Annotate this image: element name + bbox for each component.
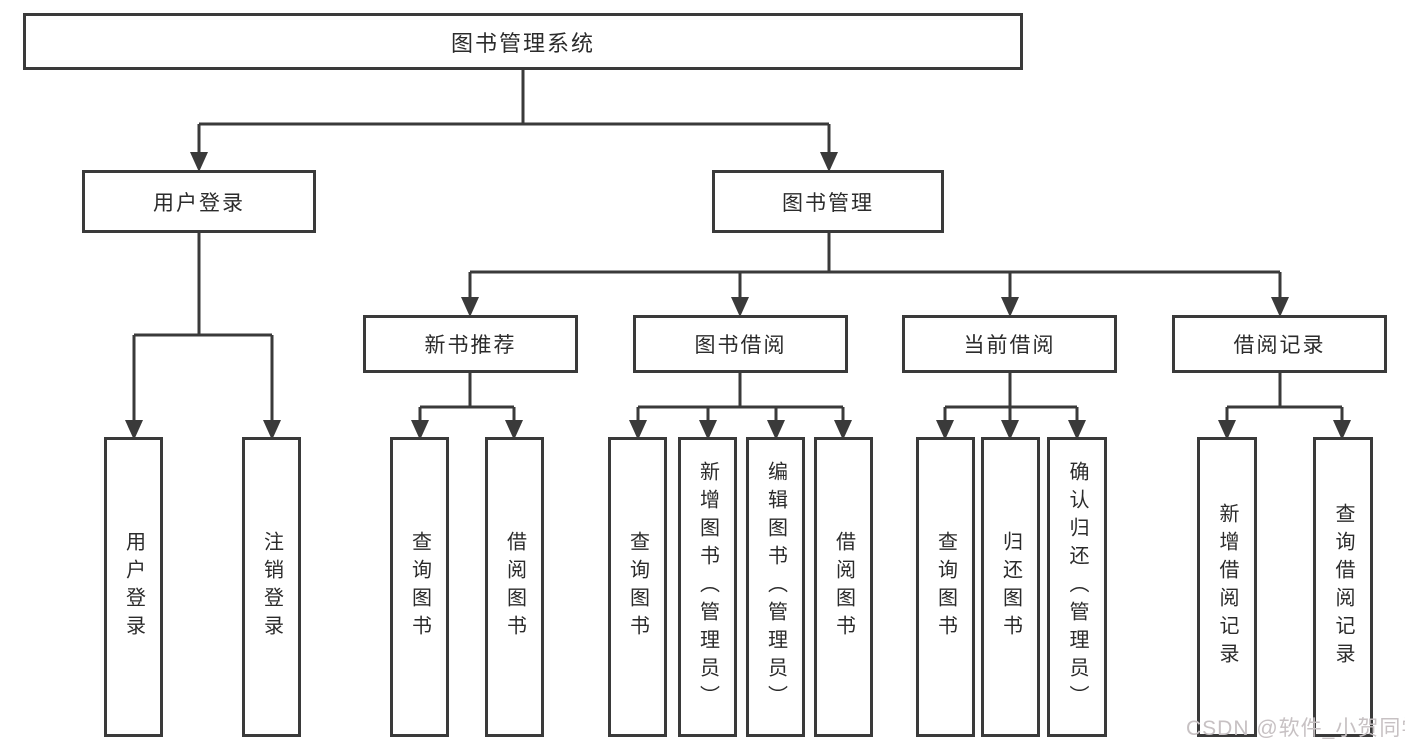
arrowhead-icon bbox=[1271, 297, 1289, 317]
arrowhead-icon bbox=[820, 152, 838, 172]
leaf-query-borrow-record: 查询借阅记录 bbox=[1313, 437, 1373, 737]
node-borrowing-records: 借阅记录 bbox=[1172, 315, 1387, 373]
node-library-management-system: 图书管理系统 bbox=[23, 13, 1023, 70]
leaf-logout: 注销登录 bbox=[242, 437, 301, 737]
arrowhead-icon bbox=[190, 152, 208, 172]
leaf-add-book-admin: 新增图书（管理员） bbox=[678, 437, 737, 737]
leaf-add-borrow-record: 新增借阅记录 bbox=[1197, 437, 1257, 737]
node-book-management: 图书管理 bbox=[712, 170, 944, 233]
node-book-borrowing: 图书借阅 bbox=[633, 315, 848, 373]
leaf-return-books: 归还图书 bbox=[981, 437, 1040, 737]
leaf-current-query-books: 查询图书 bbox=[916, 437, 975, 737]
leaf-edit-book-admin: 编辑图书（管理员） bbox=[746, 437, 805, 737]
arrowhead-icon bbox=[1001, 297, 1019, 317]
node-current-borrowing: 当前借阅 bbox=[902, 315, 1117, 373]
node-new-book-recommendation: 新书推荐 bbox=[363, 315, 578, 373]
leaf-user-login: 用户登录 bbox=[104, 437, 163, 737]
arrowhead-icon bbox=[731, 297, 749, 317]
leaf-confirm-return-admin: 确认归还（管理员） bbox=[1047, 437, 1107, 737]
watermark: CSDN @软件_小贺同学 bbox=[1186, 717, 1405, 740]
leaf-borrow-book: 借阅图书 bbox=[814, 437, 873, 737]
node-user-login: 用户登录 bbox=[82, 170, 316, 233]
leaf-borrowing-query-books: 查询图书 bbox=[608, 437, 667, 737]
arrowhead-icon bbox=[461, 297, 479, 317]
leaf-recommend-query-books: 查询图书 bbox=[390, 437, 449, 737]
leaf-recommend-borrow-books: 借阅图书 bbox=[485, 437, 544, 737]
